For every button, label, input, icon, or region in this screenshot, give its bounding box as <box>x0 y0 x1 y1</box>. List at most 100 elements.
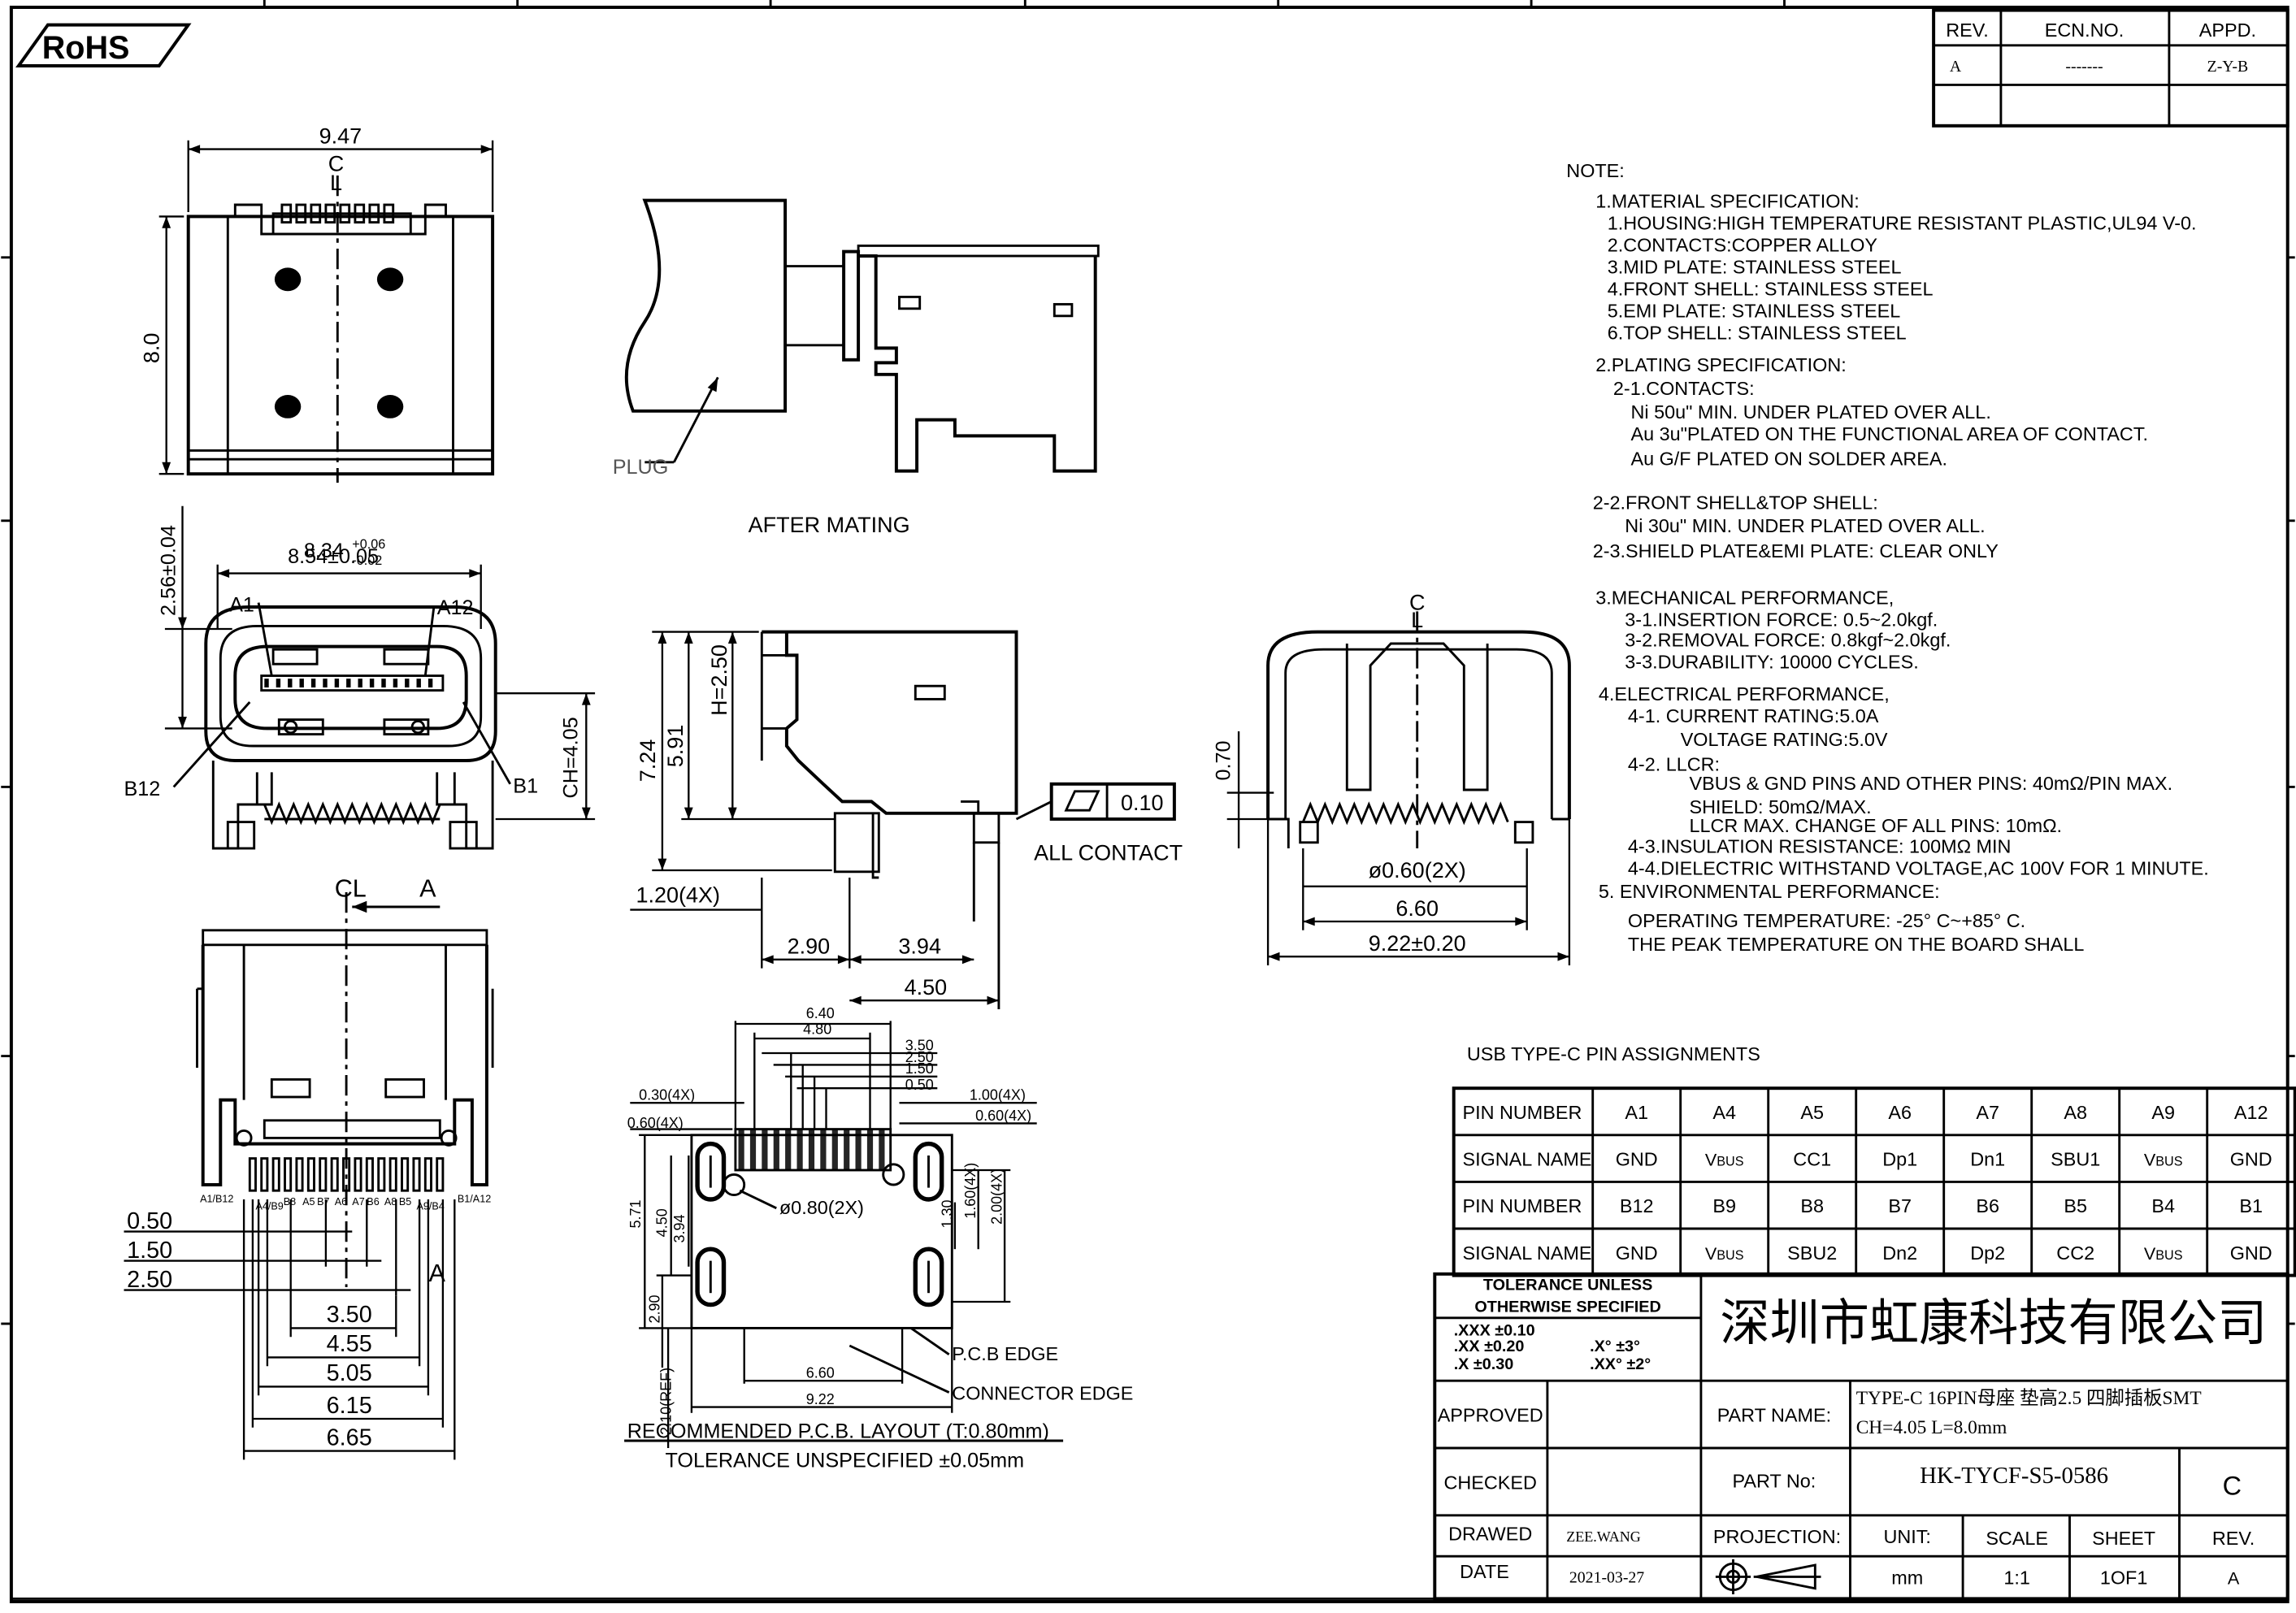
top-height-dim: 8.0 <box>140 333 164 364</box>
side-dim-450: 4.50 <box>905 975 948 999</box>
pcb-right-dim: 1.00(4X) <box>970 1087 1026 1104</box>
unit-value: mm <box>1891 1567 1923 1588</box>
pcb-bottom-dim: 6.60 <box>806 1365 835 1381</box>
pin-b1-label: B1 <box>513 775 538 798</box>
pin-table-cell: Dn1 <box>1970 1149 2005 1170</box>
note-line: VOLTAGE RATING:5.0V <box>1681 729 1888 750</box>
note-line: Ni 50u" MIN. UNDER PLATED OVER ALL. <box>1631 401 1991 423</box>
pin-table-cell: A5 <box>1800 1102 1824 1123</box>
rear-width-dim: 9.22±0.20 <box>1369 931 1466 956</box>
pcb-vert-dim: 2.90 <box>646 1294 662 1323</box>
part-no-value: HK-TYCF-S5-0586 <box>1920 1463 2108 1489</box>
rear-cl-mark: C <box>1409 591 1426 615</box>
note-line: NOTE: <box>1566 160 1624 181</box>
note-line: 3-2.REMOVAL FORCE: 0.8kgf~2.0kgf. <box>1625 630 1951 651</box>
pcb-vert-dim: 1.60(4X) <box>962 1163 979 1219</box>
scale-label: SCALE <box>1986 1528 2048 1549</box>
pin-a12-label: A12 <box>437 596 474 619</box>
pcb-bottom-dim: 9.22 <box>806 1391 835 1407</box>
pin-table-cell: VBUS <box>1705 1243 1744 1264</box>
tolerance-xxx: .XXX ±0.10 <box>1454 1321 1535 1339</box>
connector-edge-label: CONNECTOR EDGE <box>952 1383 1133 1404</box>
ecn-value: ------- <box>2065 58 2103 76</box>
note-line: 5. ENVIRONMENTAL PERFORMANCE: <box>1599 881 1940 902</box>
pcb-top-dim: 6.40 <box>806 1005 835 1021</box>
tolerance-title-line2: OTHERWISE SPECIFIED <box>1474 1299 1660 1316</box>
bottom-dim-615: 6.15 <box>327 1393 372 1419</box>
pin-table-cell: B1 <box>2239 1195 2263 1216</box>
pin-table-cell: B9 <box>1712 1195 1736 1216</box>
rohs-label: RoHS <box>42 30 130 66</box>
tolerance-angle-xx: .XX° ±2° <box>1590 1355 1651 1373</box>
pin-a1-label: A1 <box>229 593 254 616</box>
note-line: 4-3.INSULATION RESISTANCE: 100MΩ MIN <box>1628 835 2012 856</box>
pcb-tolerance-note: TOLERANCE UNSPECIFIED ±0.05mm <box>666 1449 1025 1472</box>
pin-table-cell: VBUS <box>1705 1150 1744 1170</box>
top-cl-mark: C <box>328 152 344 176</box>
pcb-vert-dim: 5.71 <box>627 1199 644 1228</box>
side-dim-290: 2.90 <box>788 934 831 959</box>
rear-height-dim: 0.70 <box>1212 740 1235 780</box>
pin-table-cell: Dp1 <box>1882 1149 1917 1170</box>
note-line: SHIELD: 50mΩ/MAX. <box>1690 796 1872 817</box>
checked-label: CHECKED <box>1444 1472 1537 1493</box>
mating-view: PLUG AFTER MATING <box>613 198 1100 537</box>
note-line: 2.CONTACTS:COPPER ALLOY <box>1608 235 1878 256</box>
svg-text:L: L <box>330 171 342 195</box>
rev-label: REV. <box>2212 1528 2255 1549</box>
pcb-layout: ø0.80(2X) 6.40 4.80 3.50 2.50 1.50 0.50 … <box>624 1005 1133 1472</box>
note-line: 2-2.FRONT SHELL&TOP SHELL: <box>1593 492 1878 513</box>
rear-pitch-dim: 6.60 <box>1395 896 1439 921</box>
pin-table-cell: A8 <box>2064 1102 2087 1123</box>
pin-table-cell: GND <box>1616 1149 1658 1170</box>
pin-table-cell: CC2 <box>2056 1242 2094 1264</box>
note-line: 3.MECHANICAL PERFORMANCE, <box>1595 587 1894 608</box>
tolerance-title-line1: TOLERANCE UNLESS <box>1483 1277 1652 1294</box>
pin-table-cell: B6 <box>1976 1195 1999 1216</box>
note-line: 6.TOP SHELL: STAINLESS STEEL <box>1608 323 1907 344</box>
pin-table-cell: A1 <box>1625 1102 1648 1123</box>
note-line: VBUS & GND PINS AND OTHER PINS: 40mΩ/PIN… <box>1690 773 2173 794</box>
unit-label: UNIT: <box>1883 1526 1930 1547</box>
pin-table-cell: A12 <box>2234 1102 2268 1123</box>
flatness-value: 0.10 <box>1121 791 1164 815</box>
note-line: 4-4.DIELECTRIC WITHSTAND VOLTAGE,AC 100V… <box>1628 857 2209 878</box>
note-line: 4-1. CURRENT RATING:5.0A <box>1628 705 1879 726</box>
pcb-vert-dim: 2.00(4X) <box>989 1169 1005 1225</box>
bottom-pin-label: A1/B12 <box>200 1194 233 1205</box>
pcb-top-dim: 0.50 <box>905 1077 934 1093</box>
note-line: 3-3.DURABILITY: 10000 CYCLES. <box>1625 652 1918 673</box>
note-line: OPERATING TEMPERATURE: -25° C~+85° C. <box>1628 910 2025 931</box>
pin-table-cell: B5 <box>2064 1195 2087 1216</box>
bottom-pin-label: B6 <box>367 1196 379 1208</box>
pin-table-title: USB TYPE-C PIN ASSIGNMENTS <box>1467 1043 1760 1064</box>
projection-label: PROJECTION: <box>1713 1526 1841 1547</box>
pcb-layout-title: RECOMMENDED P.C.B. LAYOUT (T:0.80mm) <box>627 1420 1049 1442</box>
bottom-pin-label: B1/A12 <box>458 1194 491 1205</box>
side-dim-394: 3.94 <box>898 934 941 959</box>
note-line: 2-3.SHIELD PLATE&EMI PLATE: CLEAR ONLY <box>1593 540 1999 562</box>
tolerance-angle-x: .X° ±3° <box>1590 1338 1640 1355</box>
pcb-top-dim: 3.50 <box>905 1037 934 1053</box>
side-total-height-dim: 7.24 <box>636 739 660 783</box>
top-width-dim: 9.47 <box>319 124 362 148</box>
plug-label: PLUG <box>613 456 669 479</box>
bottom-dim-050: 0.50 <box>127 1208 172 1234</box>
pcb-edge-label: P.C.B EDGE <box>952 1343 1058 1364</box>
part-no-label: PART No: <box>1733 1471 1816 1492</box>
bottom-pin-label: A7 <box>352 1196 364 1208</box>
front-ch-dim: CH=4.05 <box>560 717 583 798</box>
note-line: Au 3u"PLATED ON THE FUNCTIONAL AREA OF C… <box>1631 423 2149 444</box>
note-line: 1.HOUSING:HIGH TEMPERATURE RESISTANT PLA… <box>1608 213 2197 234</box>
pin-table-cell: SBU2 <box>1787 1242 1837 1264</box>
projection-symbol-icon <box>1715 1559 1821 1594</box>
pin-table-cell: A6 <box>1888 1102 1912 1123</box>
bottom-view: CL A A A1/B12 A4/B9 B8 A5 B7 A6 A7 B6 A8… <box>124 874 494 1460</box>
bottom-pin-label: B5 <box>399 1196 411 1208</box>
pcb-top-dim: 4.80 <box>803 1021 831 1038</box>
svg-text:L: L <box>1411 608 1423 632</box>
pin-table-cell: GND <box>2230 1242 2272 1264</box>
pcb-top-dim: 1.50 <box>905 1060 934 1077</box>
tolerance-xx: .XX ±0.20 <box>1454 1338 1525 1355</box>
